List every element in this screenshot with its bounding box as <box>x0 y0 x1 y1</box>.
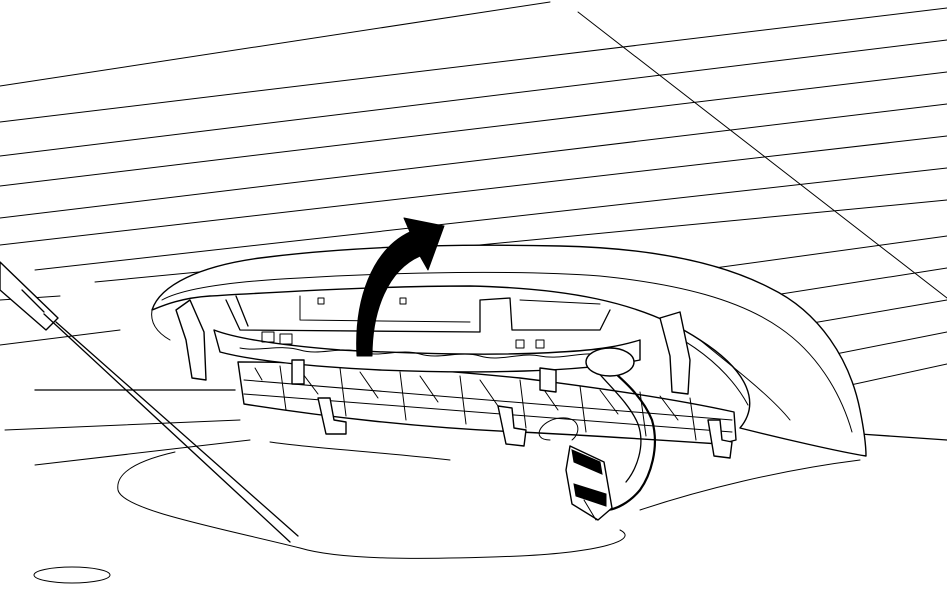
wiring-harness <box>538 347 656 512</box>
body-panel <box>4 389 947 584</box>
screwdriver-icon <box>0 261 299 543</box>
removal-direction-arrow <box>356 217 445 357</box>
circuit-board <box>213 297 641 373</box>
retaining-clips <box>175 299 733 459</box>
wire-connector-icon <box>565 445 613 521</box>
lamp-inner-body <box>237 361 737 445</box>
lamp-back-frame <box>225 295 611 333</box>
